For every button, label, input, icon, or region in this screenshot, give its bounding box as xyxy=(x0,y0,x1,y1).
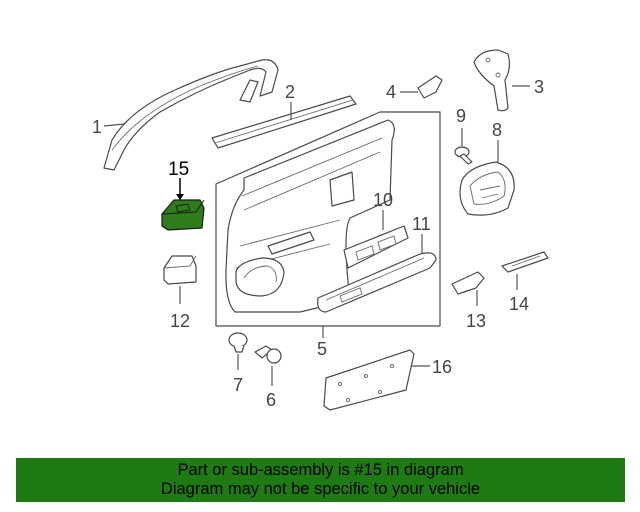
callout-11: 11 xyxy=(412,214,431,234)
callout-13: 13 xyxy=(466,311,486,331)
callout-6: 6 xyxy=(266,390,276,410)
callout-4: 4 xyxy=(386,82,396,102)
part-4-clip xyxy=(417,75,443,99)
part-10-switch-bezel xyxy=(343,225,409,269)
callout-8: 8 xyxy=(492,120,502,140)
callout-9: 9 xyxy=(456,106,466,126)
callout-12: 12 xyxy=(170,311,190,331)
info-banner: Part or sub-assembly is #15 in diagram D… xyxy=(16,458,625,502)
part-7-push-clip xyxy=(228,332,248,353)
callout-2: 2 xyxy=(285,82,295,102)
callout-1: 1 xyxy=(92,117,102,137)
part-9-screw xyxy=(454,146,473,165)
banner-line-2: Diagram may not be specific to your vehi… xyxy=(160,480,481,498)
callout-3: 3 xyxy=(534,77,544,97)
banner-line-1: Part or sub-assembly is #15 in diagram xyxy=(177,461,464,479)
part-2-belt-molding xyxy=(211,95,357,149)
callout-15: 15 xyxy=(168,159,189,180)
part-12-module xyxy=(163,255,197,285)
callout-5: 5 xyxy=(317,339,327,359)
part-15-control-module xyxy=(161,199,205,231)
part-3-bracket xyxy=(473,49,511,112)
callout-16: 16 xyxy=(432,357,452,377)
part-8-speaker xyxy=(459,161,515,216)
parts-diagram: 1 2 3 4 5 6 xyxy=(92,49,549,411)
part-14-trim-piece xyxy=(501,251,549,273)
callout-14: 14 xyxy=(509,294,529,314)
part-13-small-bracket xyxy=(451,271,485,295)
part-1-frame-molding xyxy=(103,59,279,171)
part-6-fastener xyxy=(254,345,282,364)
callout-10: 10 xyxy=(373,190,393,210)
part-16-water-deflector xyxy=(323,349,415,411)
part-11-armrest xyxy=(317,252,437,313)
callout-7: 7 xyxy=(233,375,243,395)
